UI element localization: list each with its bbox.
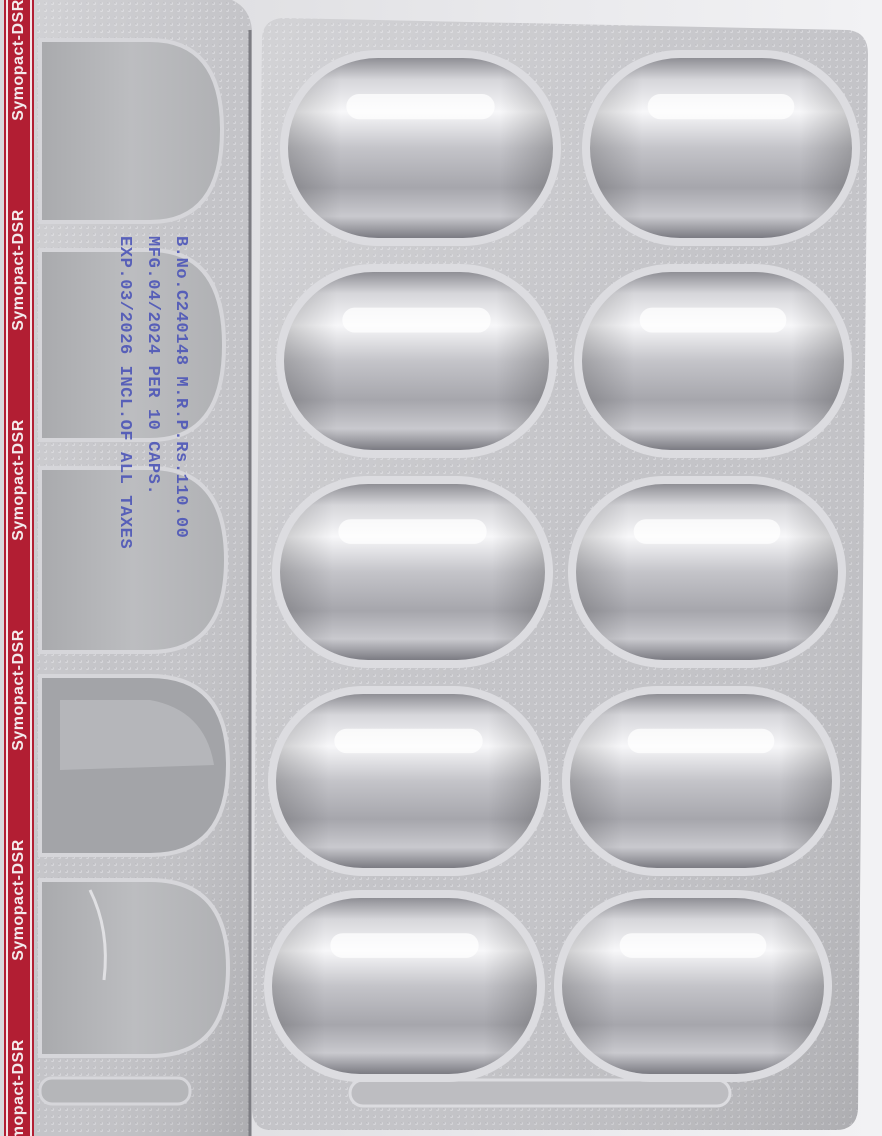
empty-cavity [38,878,231,1058]
capsule-shading [284,272,549,450]
capsule-highlight [342,307,491,333]
brand-label: Symopact-DSR [10,839,27,961]
capsule-shading [576,484,838,660]
capsule-highlight [633,519,781,544]
capsule-highlight [346,94,495,120]
capsule-highlight [639,307,787,333]
imprint-line-batch: B.No.C240148 M.R.P.Rs.110.00 [171,236,190,539]
capsule-highlight [627,728,775,754]
empty-cavity [38,466,229,654]
capsule-highlight [330,933,479,958]
capsule-shading [570,694,832,868]
capsule-shading [288,58,553,238]
empty-cavities [38,38,231,1106]
brand-label: Symopact-DSR [10,0,27,121]
capsules [264,50,860,1082]
capsule-highlight [338,519,487,544]
capsule-shading [562,898,824,1074]
batch-imprint: B.No.C240148 M.R.P.Rs.110.00 MFG.04/2024… [104,236,199,616]
capsule-shading [280,484,545,660]
capsule-shading [276,694,541,868]
imprint-line-exp: EXP.03/2026 INCL.OF ALL TAXES [115,236,134,550]
brand-label: Symopact-DSR [10,209,27,331]
brand-strip: Symopact-DSR Symopact-DSR Symopact-DSR S… [4,0,34,1136]
brand-label: Symopact-DSR [10,1039,27,1136]
capsule-shading [582,272,844,450]
capsule-shading [590,58,852,238]
brand-label: Symopact-DSR [10,629,27,751]
empty-cavity [38,248,227,442]
imprint-line-mfg: MFG.04/2024 PER 10 CAPS. [143,236,162,496]
capsule-highlight [647,94,795,120]
capsule-highlight [619,933,767,958]
capsule-highlight [334,728,483,754]
empty-cavity [38,38,225,224]
brand-label: Symopact-DSR [10,419,27,541]
capsule-shading [272,898,537,1074]
